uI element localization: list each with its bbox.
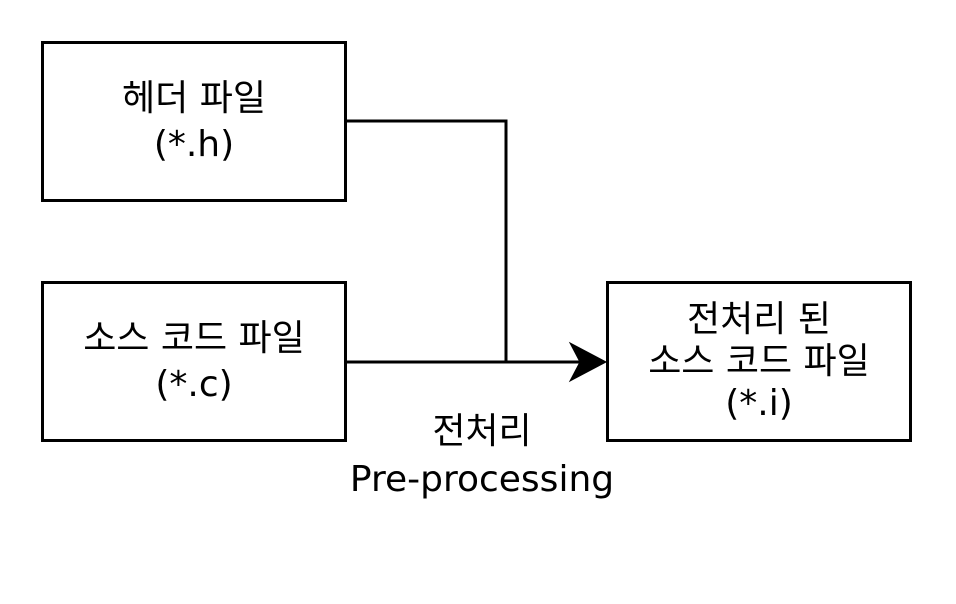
- preprocessing-step-label: 전처리 Pre-processing: [327, 408, 637, 504]
- preprocessed-file-label-line1: 전처리 된: [687, 298, 831, 340]
- header-file-extension: (*.h): [153, 123, 235, 165]
- source-file-label: 소스 코드 파일: [83, 317, 305, 359]
- preprocessed-file-extension: (*.i): [725, 382, 793, 424]
- source-file-node: 소스 코드 파일 (*.c): [41, 281, 347, 442]
- preprocessing-label-korean: 전처리: [432, 411, 532, 452]
- arrowhead: [568, 341, 608, 383]
- header-file-node: 헤더 파일 (*.h): [41, 41, 347, 202]
- header-file-label: 헤더 파일: [122, 77, 266, 119]
- header-to-merge-connector: [347, 119, 508, 362]
- preprocessed-file-label-line2: 소스 코드 파일: [648, 340, 870, 382]
- source-file-extension: (*.c): [155, 363, 233, 405]
- preprocessing-label-english: Pre-processing: [349, 459, 615, 500]
- preprocessed-file-node: 전처리 된 소스 코드 파일 (*.i): [606, 281, 912, 442]
